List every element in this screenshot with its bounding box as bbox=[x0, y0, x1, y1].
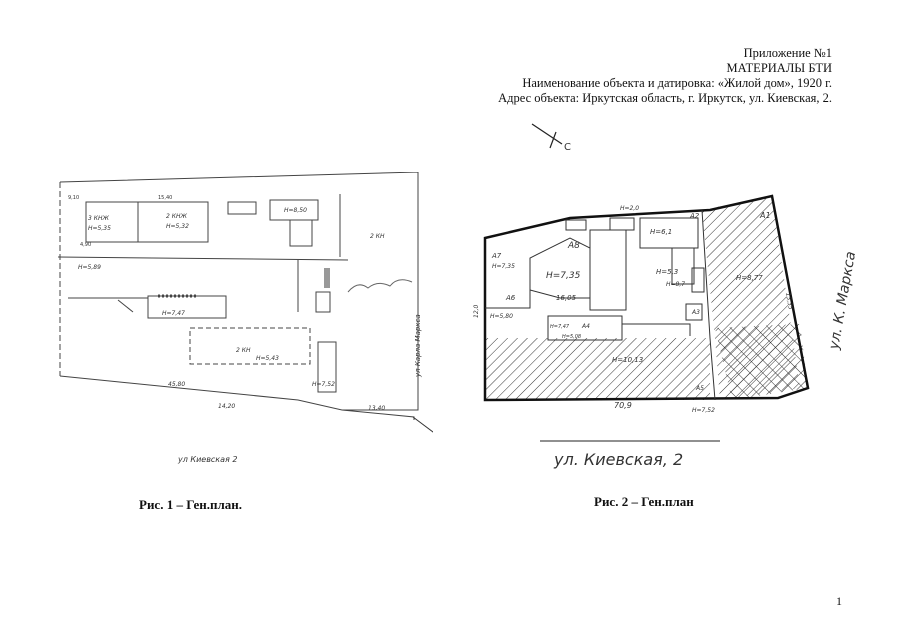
dim-bottom-label: 70,9 bbox=[614, 401, 632, 410]
dim-bottom-label: 45,80 bbox=[168, 381, 185, 388]
h-mid-label: Н=7,47 bbox=[162, 310, 185, 317]
h-left-label: Н=5,89 bbox=[78, 264, 101, 271]
a8-height: Н=7,35 bbox=[546, 271, 581, 281]
room-a-height: Н=5,35 bbox=[88, 225, 111, 232]
dim-base-label: 14,20 bbox=[218, 403, 235, 410]
top-height: Н=2,0 bbox=[620, 205, 639, 212]
object-name: Наименование объекта и датировка: «Жилой… bbox=[522, 76, 832, 90]
dim-left-label: 12,0 bbox=[473, 304, 480, 318]
a4-height: Н=5,08 bbox=[562, 334, 581, 340]
a1-height: Н=8,77 bbox=[736, 274, 763, 282]
a4-height-b: Н=7,47 bbox=[550, 324, 570, 330]
page-number: 1 bbox=[836, 594, 842, 608]
room-a-label: 3 КНЖ bbox=[88, 215, 109, 222]
room-b-label: 2 КНЖ bbox=[166, 213, 187, 220]
dim-top-a: 9,10 bbox=[68, 195, 79, 201]
a1-label: А1 bbox=[759, 211, 771, 220]
mid-height: Н=5,3 bbox=[656, 268, 678, 276]
dim-right-label: 13,40 bbox=[368, 405, 385, 412]
figure-1-caption: Рис. 1 – Ген.план. bbox=[139, 497, 243, 512]
dim-top-label: 16,05 bbox=[556, 294, 577, 302]
a2-height: Н=6,1 bbox=[650, 228, 672, 236]
h-top-label: Н=8,50 bbox=[284, 207, 307, 214]
a2-label: А2 bbox=[689, 212, 700, 220]
h-low-label: Н=5,43 bbox=[256, 355, 279, 362]
a6-height: Н=5,80 bbox=[490, 313, 513, 320]
a7-height: Н=7,35 bbox=[492, 263, 515, 270]
dim-top-b: 15,40 bbox=[158, 195, 172, 201]
a3-label: А3 bbox=[691, 309, 700, 316]
appendix-title: Приложение №1 bbox=[743, 46, 832, 60]
document-header: Приложение №1 МАТЕРИАЛЫ БТИ Наименование… bbox=[498, 46, 832, 106]
room-2kh-label: 2 КН bbox=[236, 347, 251, 354]
site-plan-figure-2: С А8 Н=7,35 А7 Н=7,35 А6 Н=5,80 А2 Н=6,1… bbox=[473, 123, 855, 469]
north-marker-2: С bbox=[564, 142, 571, 153]
room-2kn-label: 2 КН bbox=[370, 233, 385, 240]
side-street-label-1: ул Карла Маркса bbox=[414, 314, 422, 378]
side-street-label-2: ул. К. Маркса bbox=[826, 250, 855, 352]
site-plan-figure-1: С 9,10 15,40 4,90 3 КНЖ Н=5,35 2 КНЖ Н=5… bbox=[58, 172, 433, 464]
h-corner-label: Н=7,52 bbox=[312, 381, 335, 388]
right-height: Н=8,7 bbox=[666, 281, 685, 288]
materials-title: МАТЕРИАЛЫ БТИ bbox=[726, 61, 833, 75]
a5-label: А5 bbox=[695, 385, 704, 392]
a7-label: А7 bbox=[491, 252, 502, 260]
street-label-2: ул. Киевская, 2 bbox=[553, 450, 683, 469]
room-b-height: Н=5,32 bbox=[166, 223, 189, 230]
hatch-height: Н=10,13 bbox=[612, 356, 643, 364]
a6-label: А6 bbox=[505, 294, 516, 302]
dim-right-label: 13,35 bbox=[784, 292, 794, 310]
street-label-1: ул Киевская 2 bbox=[177, 455, 237, 464]
object-address: Адрес объекта: Иркутская область, г. Ирк… bbox=[498, 91, 832, 105]
figure-2-caption: Рис. 2 – Ген.план bbox=[594, 494, 694, 509]
a4-label: А4 bbox=[581, 323, 590, 330]
dim-top-c: 4,90 bbox=[80, 242, 91, 248]
a8-label: А8 bbox=[567, 241, 580, 251]
bottom-height: Н=7,52 bbox=[692, 407, 715, 414]
